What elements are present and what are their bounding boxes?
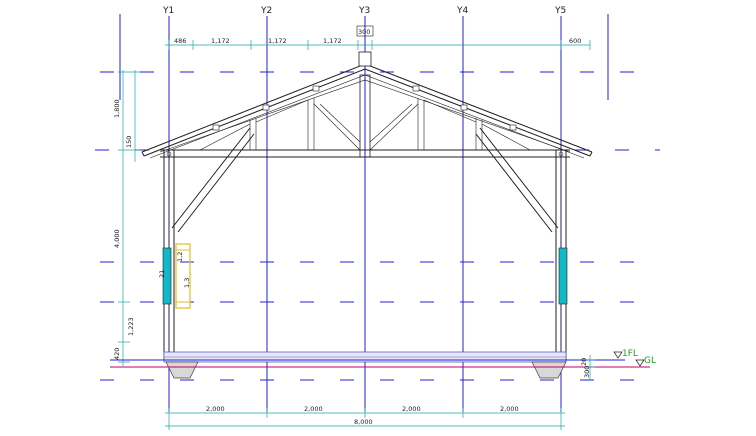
window-label-c: 1,3 [183,278,191,288]
window-label-b: 1,2 [176,252,184,262]
roof [141,51,593,159]
window-label-a: 21 [158,270,166,278]
window-frame [175,243,191,309]
foundation-left [165,361,199,379]
dim-bottom-3: 2,000 [402,405,421,413]
axis-labels: Y1 Y2 Y3 Y4 Y5 [162,6,566,16]
purlins [212,85,517,131]
dim-top-4: 1,172 [323,37,342,45]
dim-bottom-1: 2,000 [206,405,225,413]
right-glass-panel [558,247,568,305]
dim-left-5: 420 [113,348,121,360]
dim-top-1: 486 [174,37,186,45]
axis-label-y4: Y4 [456,6,468,16]
dim-right-small: 20 [580,358,588,366]
fl-level-symbol [613,351,623,359]
axis-label-y2: Y2 [260,6,272,16]
dim-ridge-width: 300 [358,28,370,36]
dim-top-2: 1,172 [211,37,230,45]
dim-left-3: 4,000 [113,229,121,248]
dim-bottom-2: 2,000 [304,405,323,413]
king-post [359,74,371,158]
dim-top-right: 600 [569,37,581,45]
left-glass-panel [162,247,172,305]
axis-label-y3: Y3 [358,6,370,16]
level-marks: 20 300 1FL GL [580,349,656,380]
level-1fl: 1FL [622,349,638,359]
bottom-dimensions: 2,000 2,000 2,000 2,000 8,000 [165,405,565,430]
top-dimensions: 486 1,172 1,172 1,172 300 600 [165,25,591,50]
gl-level-symbol [635,359,645,367]
knee-brace-right [479,127,559,229]
window-detail: 21 1,2 1,3 [158,243,191,309]
roof-truss [159,74,571,233]
axis-label-y5: Y5 [554,6,566,16]
level-gl: GL [644,356,656,366]
dim-left-4: 1,223 [127,317,135,336]
dim-right-base: 300 [583,366,591,378]
knee-brace-left [171,127,251,229]
dim-top-3: 1,172 [268,37,287,45]
axis-label-y1: Y1 [162,6,174,16]
dim-bottom-total: 8,000 [354,418,373,426]
floor-foundation [110,351,650,379]
dim-left-2: 150 [125,136,133,148]
ridge-vent [358,51,372,67]
left-dimensions: 1,800 150 4,000 1,223 420 [113,70,140,366]
dim-left-1: 1,800 [113,99,121,118]
foundation-right [531,361,567,379]
horizontal-grid [95,71,660,381]
dim-bottom-4: 2,000 [500,405,519,413]
